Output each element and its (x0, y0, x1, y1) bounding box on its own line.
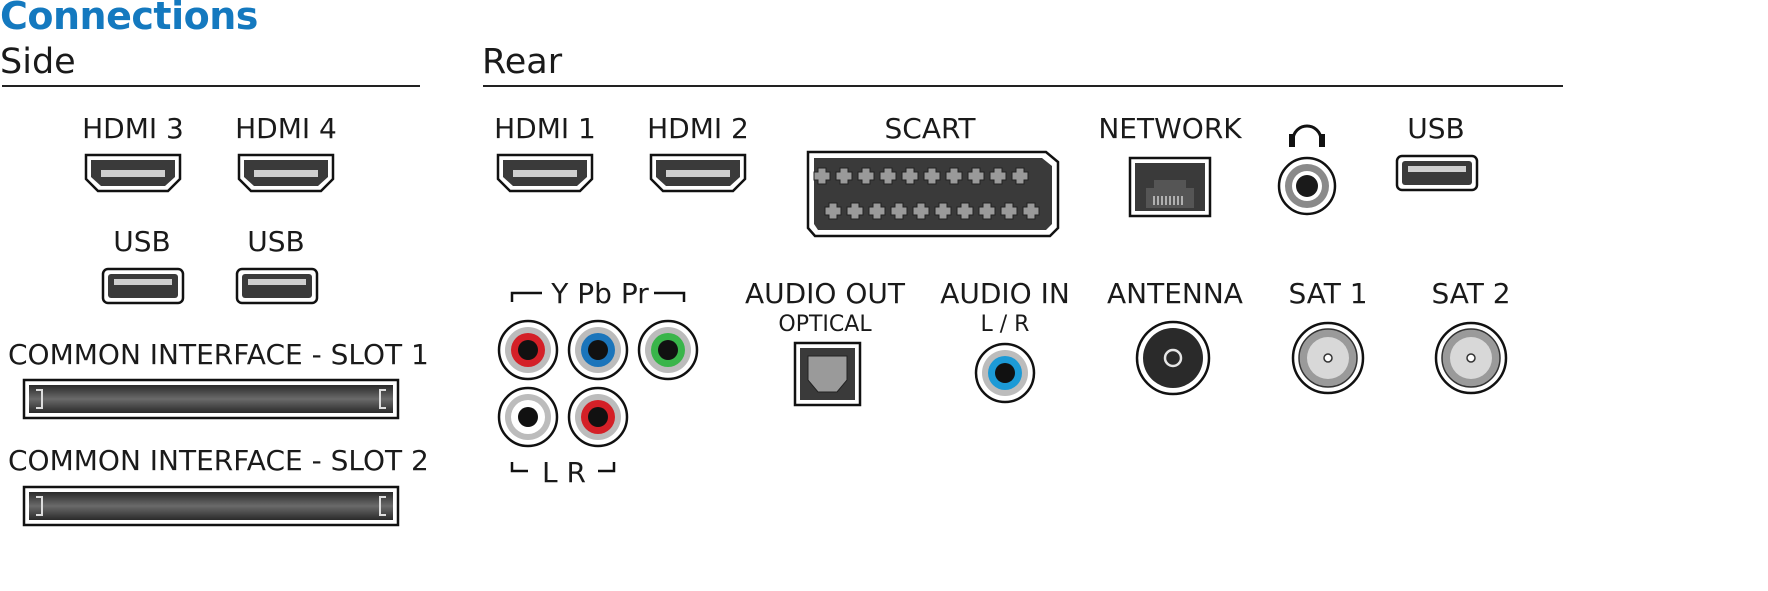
headphone-icon (1289, 124, 1325, 147)
headphone-jack (1277, 156, 1337, 216)
hdmi-3-label: HDMI 3 (82, 112, 184, 145)
ci-slot-2-label: COMMON INTERFACE - SLOT 2 (8, 444, 429, 477)
jack-audio-right (567, 386, 629, 448)
rear-divider (483, 85, 1563, 87)
antenna-label: ANTENNA (1107, 277, 1243, 310)
side-heading: Side (0, 42, 76, 82)
jack-y (497, 319, 559, 381)
side-usb-2-port (235, 267, 319, 305)
scart-port (806, 150, 1060, 238)
component-bracket-bottom (510, 462, 616, 473)
component-bracket-top (510, 291, 686, 302)
audio-in-jack (974, 342, 1036, 404)
ci-slot-1 (22, 378, 400, 420)
hdmi-4-port (237, 153, 335, 193)
rear-usb-port (1395, 154, 1479, 192)
network-label: NETWORK (1098, 112, 1242, 145)
audio-out-optical-label: OPTICAL (778, 312, 872, 337)
optical-port (793, 341, 862, 407)
rear-usb-label: USB (1407, 112, 1465, 145)
hdmi-4-label: HDMI 4 (235, 112, 337, 145)
antenna-port (1135, 320, 1211, 396)
hdmi-2-label: HDMI 2 (647, 112, 749, 145)
audio-in-lr-label: L / R (980, 312, 1030, 337)
scart-label: SCART (884, 112, 976, 145)
audio-in-label: AUDIO IN (940, 277, 1070, 310)
rear-heading: Rear (482, 42, 563, 82)
component-lr-label: L R (542, 456, 586, 489)
network-port (1128, 156, 1212, 218)
page-title: Connections (0, 0, 258, 38)
ci-slot-1-label: COMMON INTERFACE - SLOT 1 (8, 338, 429, 371)
sat-1-label: SAT 1 (1288, 277, 1368, 310)
hdmi-2-port (649, 153, 747, 193)
sat-1-port (1291, 321, 1365, 395)
hdmi-3-port (84, 153, 182, 193)
ci-slot-2 (22, 485, 400, 527)
side-usb-2-label: USB (247, 225, 305, 258)
jack-pr (637, 319, 699, 381)
sat-2-port (1434, 321, 1508, 395)
jack-pb (567, 319, 629, 381)
side-usb-1-label: USB (113, 225, 171, 258)
hdmi-1-label: HDMI 1 (494, 112, 596, 145)
audio-out-label: AUDIO OUT (744, 277, 906, 310)
sat-2-label: SAT 2 (1431, 277, 1511, 310)
side-usb-1-port (101, 267, 185, 305)
side-divider (2, 85, 420, 87)
jack-audio-left (497, 386, 559, 448)
component-ypbpr-label: Y Pb Pr (551, 277, 649, 310)
hdmi-1-port (496, 153, 594, 193)
